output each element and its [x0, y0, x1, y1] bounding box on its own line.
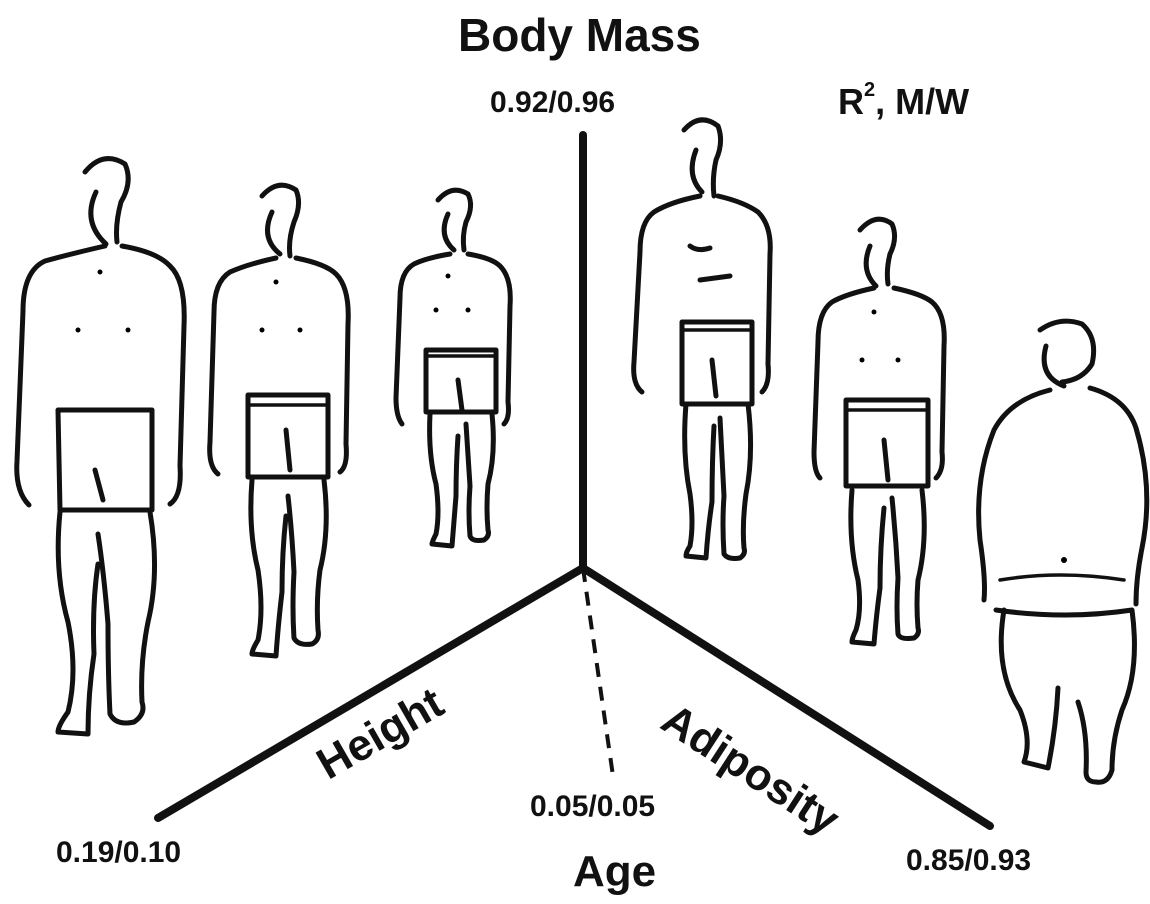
- r2-superscript: 2: [864, 79, 875, 101]
- height-value: 0.19/0.10: [56, 838, 181, 868]
- age-title: Age: [573, 850, 656, 894]
- figure-lean-man: [634, 120, 771, 559]
- body-mass-title: Body Mass: [458, 12, 701, 58]
- r2-label: R: [838, 81, 864, 122]
- r2-legend: R2, M/W: [838, 80, 969, 120]
- body-mass-value: 0.92/0.96: [490, 88, 615, 118]
- figure-medium-man: [210, 185, 349, 656]
- figure-average-man: [814, 219, 944, 644]
- figure-tall-man: [17, 159, 184, 734]
- adiposity-value: 0.85/0.93: [906, 846, 1031, 876]
- age-value: 0.05/0.05: [530, 792, 655, 822]
- figure-short-man: [396, 190, 510, 546]
- figure-obese-man: [979, 321, 1147, 782]
- r2-suffix: , M/W: [875, 81, 969, 122]
